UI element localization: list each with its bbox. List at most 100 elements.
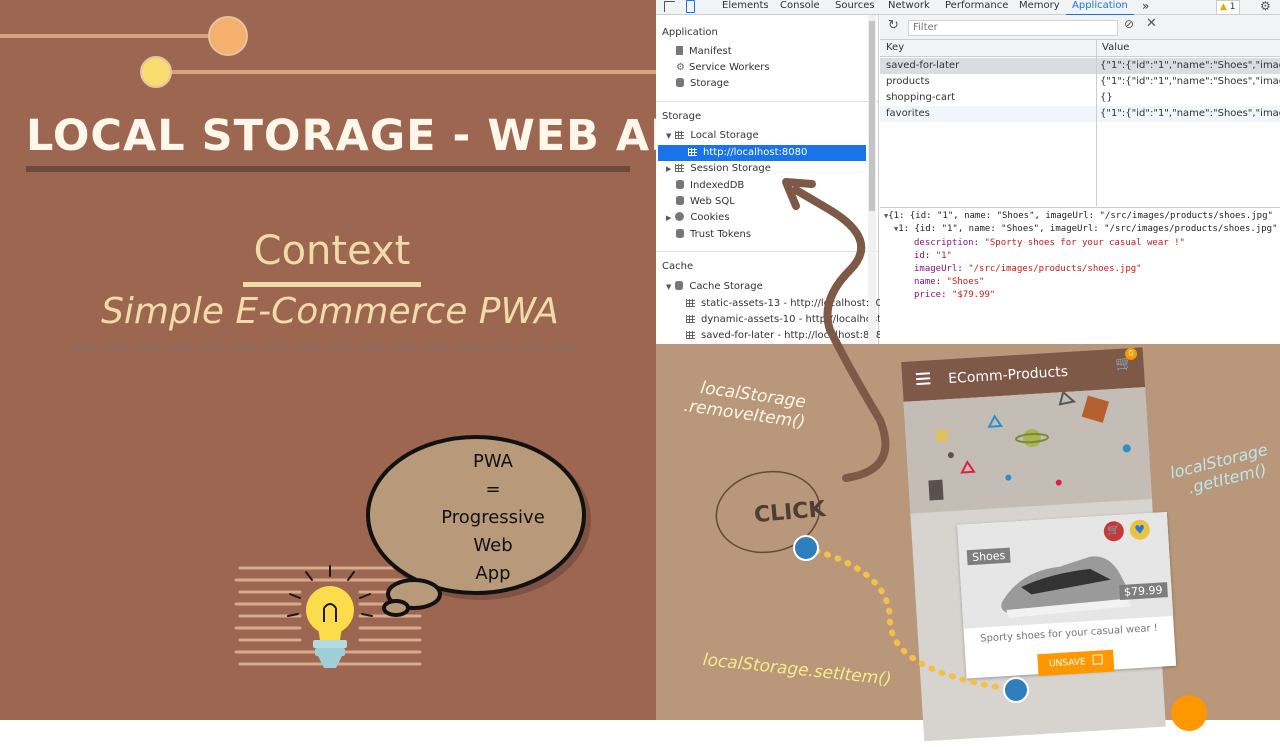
sidebar-item-cache-entry[interactable]: dynamic-assets-10 - http://localhost:8 (686, 312, 891, 328)
preview-prop: id: "1" (914, 251, 952, 261)
preview-prop: price: "$79.99" (914, 290, 996, 300)
devtools-panel: Elements Console Sources Network Perform… (656, 0, 1280, 344)
filter-input[interactable]: Filter (908, 20, 1118, 36)
preview-item[interactable]: ▼1: {id: "1", name: "Shoes", imageUrl: "… (894, 223, 1278, 236)
lightbulb-icon (287, 565, 373, 668)
caret-right-icon: ▶ (666, 165, 672, 173)
table-icon (675, 164, 685, 172)
column-divider[interactable] (1096, 40, 1097, 206)
sidebar-item-cache-storage[interactable]: ▼Cache Storage (666, 279, 763, 295)
sidebar-item-service-workers[interactable]: ⚙Service Workers (676, 60, 770, 76)
warning-count: 1 (1229, 2, 1236, 12)
sidebar-divider (656, 101, 878, 102)
prop-value: "1" (935, 251, 952, 261)
sidebar-item-label: saved-for-later - http://localhost:8080 (701, 330, 889, 341)
tab-memory[interactable]: Memory (1019, 0, 1060, 11)
inspect-icon[interactable] (664, 1, 675, 12)
prop-value: "/src/images/products/shoes.jpg" (968, 264, 1142, 274)
tab-network[interactable]: Network (888, 0, 930, 11)
tab-elements[interactable]: Elements (722, 0, 769, 11)
sidebar-header-application: Application (662, 27, 718, 38)
more-tabs-icon[interactable]: » (1142, 0, 1150, 13)
sidebar-item-label: Web SQL (690, 196, 735, 207)
caret-down-icon: ▼ (894, 225, 899, 233)
tab-sources[interactable]: Sources (835, 0, 875, 11)
sidebar-item-label: static-assets-13 - http://localhost:80 (701, 298, 882, 309)
sidebar-scrollbar[interactable] (868, 15, 876, 344)
tab-application[interactable]: Application (1066, 0, 1134, 16)
sidebar-item-localhost-selected[interactable]: http://localhost:8080 (658, 145, 866, 161)
database-icon (676, 78, 684, 87)
context-underline (243, 282, 421, 287)
row-key: saved-for-later (886, 60, 960, 71)
row-value: {} (1100, 92, 1113, 103)
prop-key: name (914, 277, 936, 287)
sidebar-item-label: Storage (690, 78, 730, 89)
sidebar-item-label: Session Storage (690, 163, 771, 174)
table-icon (686, 299, 695, 307)
sidebar-header-cache: Cache (662, 261, 694, 272)
save-icon (1092, 654, 1103, 665)
sidebar-item-session-storage[interactable]: ▶ Session Storage (666, 161, 771, 177)
preview-prop: imageUrl: "/src/images/products/shoes.jp… (914, 264, 1142, 274)
sidebar-item-web-sql[interactable]: Web SQL (676, 194, 735, 210)
sidebar-item-label: Manifest (689, 46, 732, 57)
row-value: {"1":{"id":"1","name":"Shoes","imageUrl"… (1100, 108, 1280, 119)
database-icon (676, 180, 684, 189)
table-icon (688, 148, 697, 156)
sidebar-item-cookies[interactable]: ▶Cookies (666, 210, 730, 226)
sidebar-item-local-storage[interactable]: ▼Local Storage (666, 128, 759, 144)
refresh-icon[interactable]: ↻ (888, 18, 899, 33)
table-row[interactable]: saved-for-later {"1":{"id":"1","name":"S… (880, 58, 1280, 74)
warning-badge[interactable]: ▲ 1 (1216, 0, 1240, 15)
device-toggle-icon[interactable] (686, 0, 695, 13)
table-icon (675, 131, 685, 139)
delete-selected-icon[interactable]: ✕ (1146, 16, 1157, 31)
row-value: {"1":{"id":"1","name":"Shoes","imageUrl"… (1100, 60, 1280, 71)
warning-icon: ▲ (1220, 2, 1227, 12)
sidebar-item-cache-entry[interactable]: saved-for-later - http://localhost:8080 (686, 328, 888, 344)
sidebar-item-trust-tokens[interactable]: Trust Tokens (676, 227, 751, 243)
clear-all-icon[interactable]: ⊘ (1124, 17, 1135, 31)
filter-placeholder: Filter (913, 22, 938, 33)
sidebar-item-label: dynamic-assets-10 - http://localhost:8 (701, 314, 891, 325)
preview-prop: name: "Shoes" (914, 277, 985, 287)
table-row[interactable]: shopping-cart {} (880, 90, 1280, 106)
value-preview: ▼{1: {id: "1", name: "Shoes", imageUrl: … (880, 207, 1280, 344)
bubble-line: = (485, 479, 501, 500)
settings-gear-icon[interactable]: ⚙ (1260, 0, 1271, 13)
shoe-image (1001, 556, 1131, 618)
sidebar-item-storage[interactable]: Storage (676, 76, 729, 92)
row-value: {"1":{"id":"1","name":"Shoes","imageUrl"… (1100, 76, 1280, 87)
sidebar-item-indexeddb[interactable]: IndexedDB (676, 178, 744, 194)
preview-root[interactable]: ▼{1: {id: "1", name: "Shoes", imageUrl: … (884, 210, 1273, 223)
product-card[interactable]: Shoes $79.99 🛒 ♥ Sporty shoes for your c… (957, 512, 1177, 679)
table-icon (686, 315, 695, 323)
sidebar-item-label: Cookies (690, 212, 730, 223)
devtools-sidebar: Application Manifest ⚙Service Workers St… (656, 15, 891, 344)
bubble-line: App (475, 563, 511, 584)
phone-mockup: EComm-Products 🛒 0 Shoes $79.99 (900, 329, 1209, 742)
scrollbar-thumb[interactable] (869, 21, 875, 211)
column-header-value[interactable]: Value (1102, 42, 1130, 53)
tab-performance[interactable]: Performance (945, 0, 1009, 11)
sidebar-item-cache-entry[interactable]: static-assets-13 - http://localhost:80 (686, 296, 882, 312)
tab-console[interactable]: Console (780, 0, 820, 11)
sidebar-item-label: http://localhost:8080 (703, 147, 808, 158)
unsave-button[interactable]: UNSAVE (1037, 649, 1115, 677)
filter-bar: ↻ Filter ⊘ ✕ (880, 15, 1280, 40)
title-underline (26, 166, 630, 172)
product-name-chip: Shoes (966, 547, 1011, 566)
prop-key: description (914, 238, 974, 248)
bubble-text: PWA = Progressive Web App (400, 448, 586, 588)
column-header-key[interactable]: Key (886, 42, 905, 53)
table-row[interactable]: products {"1":{"id":"1","name":"Shoes","… (880, 74, 1280, 90)
table-header: Key Value (880, 40, 1280, 57)
unsave-label: UNSAVE (1048, 657, 1086, 670)
devtools-tab-bar: Elements Console Sources Network Perform… (656, 0, 1280, 16)
manifest-icon (676, 46, 683, 55)
table-row[interactable]: favorites {"1":{"id":"1","name":"Shoes",… (880, 106, 1280, 122)
sidebar-divider (656, 251, 878, 252)
sidebar-item-manifest[interactable]: Manifest (676, 44, 732, 60)
thought-bubble (366, 435, 591, 617)
